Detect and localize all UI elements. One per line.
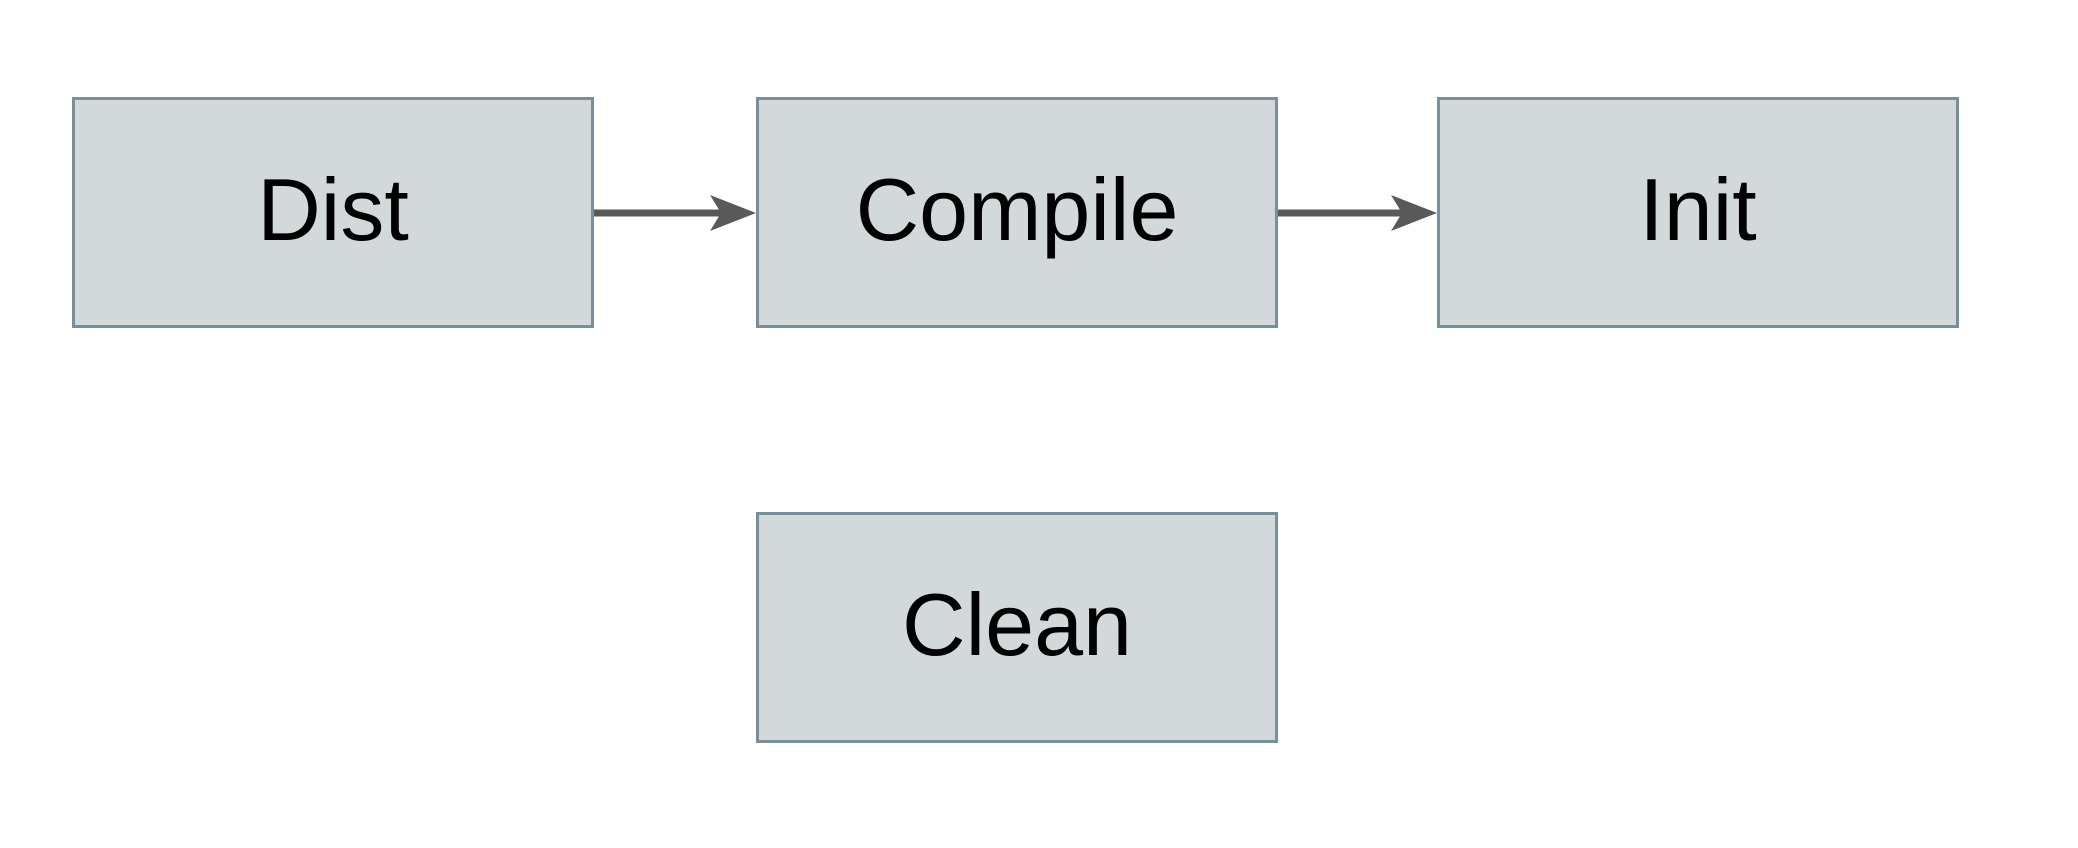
node-init: Init xyxy=(1437,97,1959,328)
node-init-label: Init xyxy=(1639,159,1757,259)
arrow-compile-to-init-icon xyxy=(1278,195,1437,231)
node-compile: Compile xyxy=(756,97,1278,328)
node-dist-label: Dist xyxy=(257,159,409,259)
node-clean-label: Clean xyxy=(902,574,1132,674)
node-dist: Dist xyxy=(72,97,594,328)
node-clean: Clean xyxy=(756,512,1278,743)
node-compile-label: Compile xyxy=(855,159,1179,259)
arrow-dist-to-compile-icon xyxy=(594,195,756,231)
